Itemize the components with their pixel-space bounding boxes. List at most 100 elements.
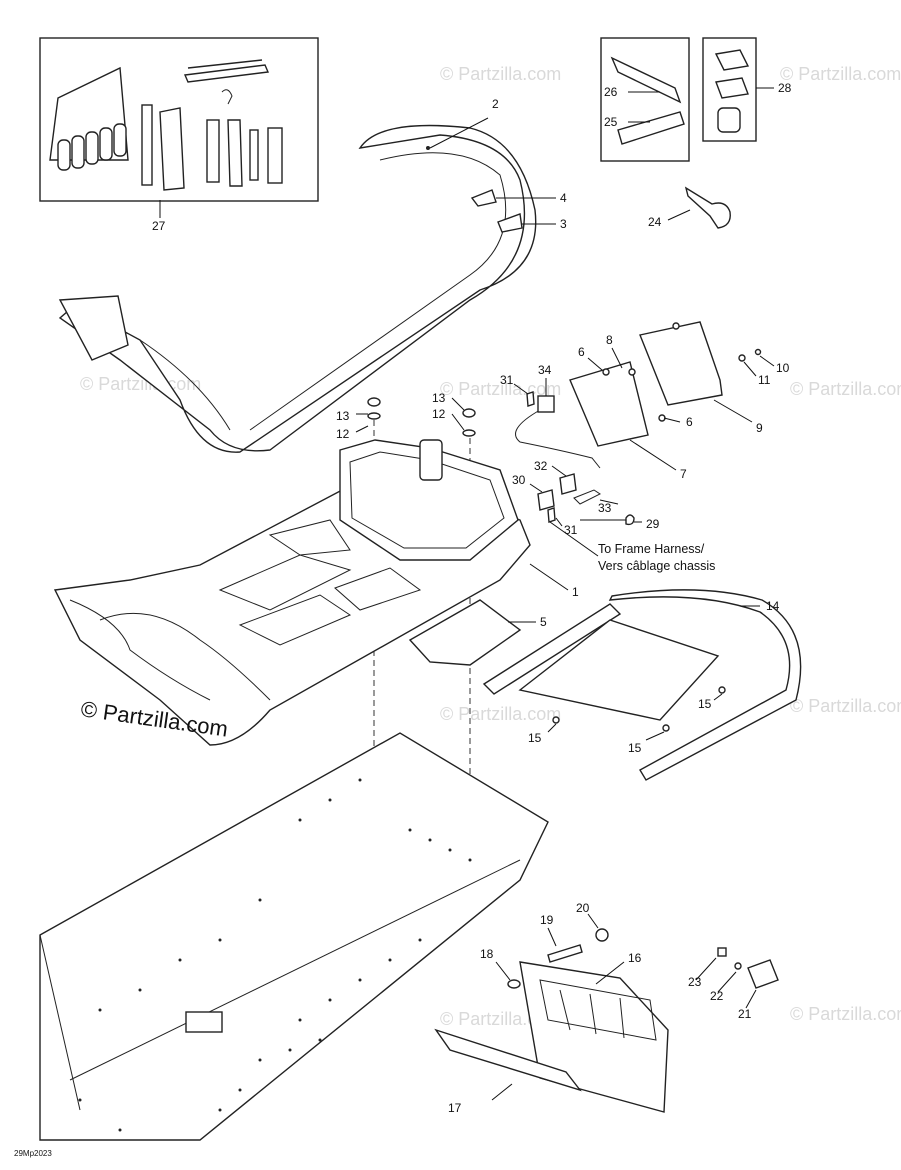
connector-32: [559, 473, 577, 495]
harness-note-line-2: Vers câblage chassis: [598, 559, 715, 573]
callout-12a: 12: [336, 427, 350, 441]
snow-flap-16: [519, 961, 669, 1113]
storage-latch: [419, 439, 443, 481]
callout-24: 24: [648, 215, 662, 229]
callout-13a: 13: [336, 409, 350, 423]
callout-27: 27: [152, 219, 166, 233]
callout-3: 3: [560, 217, 567, 231]
watermark: © Partzilla.com: [790, 1004, 901, 1024]
callout-31a: 31: [500, 373, 514, 387]
callout-29: 29: [646, 517, 660, 531]
hook-tool: [221, 89, 233, 105]
callout-19: 19: [540, 913, 554, 927]
callout-13b: 13: [432, 391, 446, 405]
tunnel-frame: [39, 732, 549, 1141]
callout-22: 22: [710, 989, 724, 1003]
callout-25: 25: [604, 115, 618, 129]
callout-8: 8: [606, 333, 613, 347]
tunnel-holes: [78, 778, 472, 1132]
taillight-assembly: 8 6 6 10 11 9 7: [569, 321, 790, 481]
strap: [183, 59, 270, 83]
splice-29: [625, 514, 635, 526]
strap-25: [617, 111, 685, 145]
callout-15c: 15: [628, 741, 642, 755]
callout-5: 5: [540, 615, 547, 629]
nut-22: [734, 962, 742, 970]
callout-34: 34: [538, 363, 552, 377]
callout-30: 30: [512, 473, 526, 487]
tool-pouch-pockets: [57, 123, 127, 171]
lock-gasket: [714, 49, 750, 71]
emblem-3: [497, 213, 523, 233]
seat-base-1: 1: [53, 439, 579, 746]
lock-cylinder: [717, 107, 741, 133]
callout-1: 1: [572, 585, 579, 599]
callout-7: 7: [680, 467, 687, 481]
callout-17: 17: [448, 1101, 462, 1115]
ring-20: [595, 928, 609, 942]
tunnel-emblem: [185, 1011, 223, 1033]
callout-6b: 6: [686, 415, 693, 429]
screw-23: [717, 947, 727, 957]
emblem-4: [470, 189, 497, 207]
snow-flap-assembly: 16 17 18 19 20 21 22 23: [434, 901, 779, 1115]
storage-tub: [339, 439, 519, 561]
callout-9: 9: [756, 421, 763, 435]
rivet-19: [547, 944, 583, 963]
callout-28: 28: [778, 81, 792, 95]
connector-34: [537, 395, 555, 413]
reinforcement-17: [434, 1028, 582, 1092]
callout-4: 4: [560, 191, 567, 205]
socket-tool: [267, 127, 283, 184]
bracket-26: [610, 56, 682, 104]
rack-plate: [518, 619, 720, 721]
callout-14: 14: [766, 599, 780, 613]
terminal-31b: [547, 507, 556, 523]
callout-23: 23: [688, 975, 702, 989]
callout-11: 11: [758, 373, 771, 387]
washer-18: [507, 979, 521, 989]
watermark: © Partzilla.com: [440, 704, 561, 724]
lock-kit-group: 28: [702, 37, 792, 142]
lock-plate: [715, 77, 749, 99]
tool-kit-group: 27: [39, 37, 319, 233]
callout-20: 20: [576, 901, 590, 915]
rack-rail-top: [482, 603, 622, 695]
callout-6a: 6: [578, 345, 585, 359]
callout-16: 16: [628, 951, 642, 965]
callout-21: 21: [738, 1007, 752, 1021]
callout-32: 32: [534, 459, 548, 473]
bracket-kit-group: 26 25: [600, 37, 690, 162]
callout-10: 10: [776, 361, 790, 375]
terminal-33: [573, 489, 601, 505]
taillight-9: [639, 321, 723, 406]
callout-12b: 12: [432, 407, 446, 421]
spanner-24: 24: [648, 186, 731, 229]
wrench: [206, 119, 220, 183]
wiring-harness: 34 31 32 30 33 31 29 To Frame Harness/ V…: [500, 363, 715, 573]
rack-loop: [608, 589, 802, 781]
terminal-31a: [526, 391, 535, 407]
connector-30: [537, 489, 555, 511]
rear-rack-14: 14 15 15 15: [482, 589, 802, 781]
diagram-code: 29Mp2023: [14, 1149, 52, 1158]
spark-plug-wrench: [159, 107, 185, 191]
callout-15a: 15: [698, 697, 712, 711]
open-end-wrench: [227, 119, 243, 187]
callout-31b: 31: [564, 523, 578, 537]
taillight-housing-7: [569, 361, 649, 447]
watermark: © Partzilla.com: [440, 64, 561, 84]
watermark: © Partzilla.com: [790, 379, 901, 399]
callout-18: 18: [480, 947, 494, 961]
callout-15b: 15: [528, 731, 542, 745]
callout-33: 33: [598, 501, 612, 515]
watermark: © Partzilla.com: [80, 374, 201, 394]
callout-2: 2: [492, 97, 499, 111]
seat-back-panel: [58, 295, 129, 361]
tray-5: 5: [408, 599, 547, 666]
callout-26: 26: [604, 85, 618, 99]
watermark: © Partzilla.com: [790, 696, 901, 716]
feeler-tool: [249, 129, 259, 181]
harness-note-line-1: To Frame Harness/: [598, 542, 705, 556]
